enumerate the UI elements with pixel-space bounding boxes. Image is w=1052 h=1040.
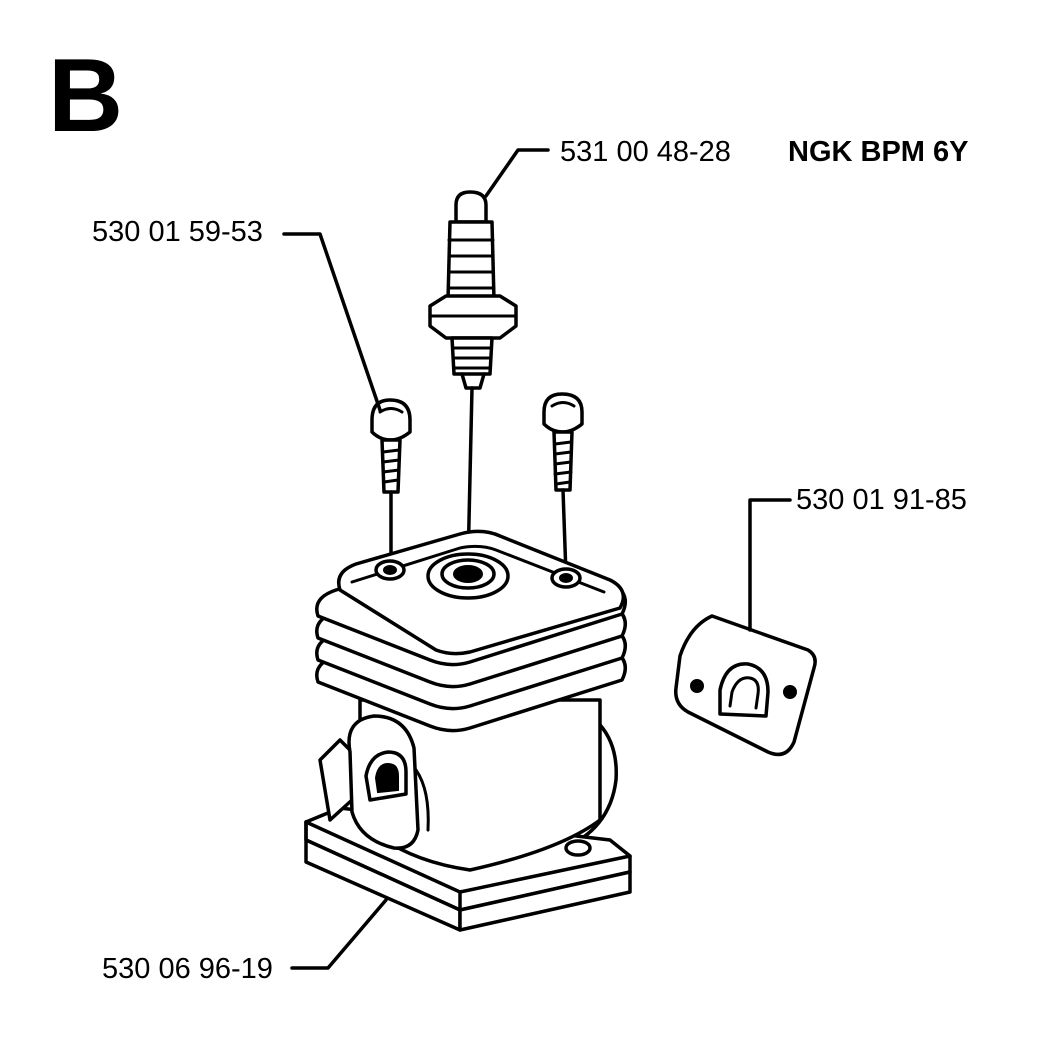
section-letter: B [48, 38, 124, 154]
cylinder-drawing [304, 529, 632, 932]
cylinder-part-number: 530 06 96-19 [102, 953, 273, 985]
left-screw-drawing [370, 398, 412, 570]
right-screw-drawing [542, 392, 584, 577]
leader-lines [282, 148, 792, 970]
spark-plug-part-number: 531 00 48-28 [560, 136, 731, 168]
gasket-drawing [674, 614, 817, 757]
spark-plug-drawing [428, 190, 518, 567]
gasket-part-number: 530 01 91-85 [796, 484, 967, 516]
spark-plug-description: NGK BPM 6Y [788, 136, 969, 168]
screw-part-number: 530 01 59-53 [92, 216, 263, 248]
